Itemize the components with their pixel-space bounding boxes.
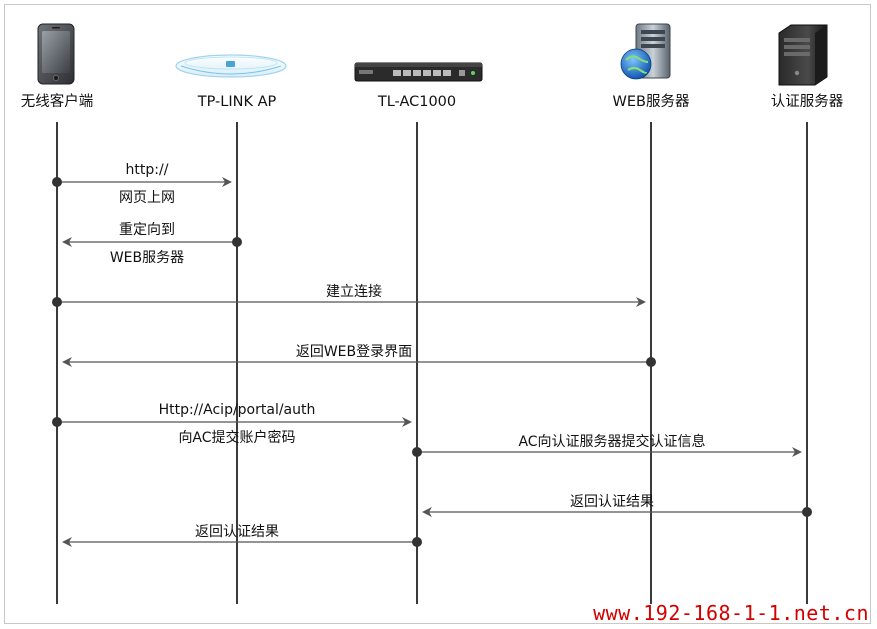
arrowhead	[62, 237, 72, 247]
message-7: 返回认证结果	[422, 494, 812, 517]
message-label: http://	[126, 162, 169, 178]
message-label: 重定向到	[119, 222, 175, 238]
message-label: WEB服务器	[110, 250, 184, 266]
message-1: http:// 网页上网	[52, 162, 232, 206]
arrowhead	[792, 447, 802, 457]
arrowhead	[62, 537, 72, 547]
message-label: 返回认证结果	[570, 494, 654, 510]
message-origin-dot	[52, 417, 62, 427]
message-4: 返回WEB登录界面	[62, 344, 656, 367]
smartphone-icon	[37, 23, 75, 85]
ceiling-ap-icon	[175, 54, 287, 78]
message-origin-dot	[802, 507, 812, 517]
arrowhead	[62, 357, 72, 367]
web-server-icon	[620, 23, 671, 80]
tower-server-icon	[778, 24, 828, 86]
arrowhead	[636, 297, 646, 307]
participant-label-ap: TP-LINK AP	[197, 94, 277, 110]
message-label: AC向认证服务器提交认证信息	[518, 433, 705, 450]
message-label: 建立连接	[326, 283, 382, 300]
participant-label-ac: TL-AC1000	[377, 94, 456, 110]
arrowhead	[422, 507, 432, 517]
message-6: AC向认证服务器提交认证信息	[412, 433, 802, 457]
message-2: 重定向到 WEB服务器	[62, 222, 242, 266]
message-8: 返回认证结果	[62, 524, 422, 547]
watermark: www.192-168-1-1.net.cn	[593, 601, 869, 625]
participant-label-auth: 认证服务器	[771, 93, 844, 110]
message-origin-dot	[646, 357, 656, 367]
message-3: 建立连接	[52, 283, 646, 307]
message-label: 返回WEB登录界面	[296, 344, 412, 360]
participant-label-client: 无线客户端	[21, 93, 94, 110]
message-label: 返回认证结果	[195, 524, 279, 540]
rack-switch-icon	[354, 62, 483, 82]
message-label: Http://Acip/portal/auth	[159, 402, 316, 418]
message-origin-dot	[412, 447, 422, 457]
message-origin-dot	[412, 537, 422, 547]
message-origin-dot	[232, 237, 242, 247]
message-origin-dot	[52, 297, 62, 307]
arrowhead	[402, 417, 412, 427]
message-origin-dot	[52, 177, 62, 187]
message-5: Http://Acip/portal/auth 向AC提交账户密码	[52, 402, 412, 446]
message-label: 网页上网	[119, 190, 175, 206]
message-label: 向AC提交账户密码	[178, 429, 295, 446]
arrowhead	[222, 177, 232, 187]
participant-label-web: WEB服务器	[613, 93, 690, 110]
